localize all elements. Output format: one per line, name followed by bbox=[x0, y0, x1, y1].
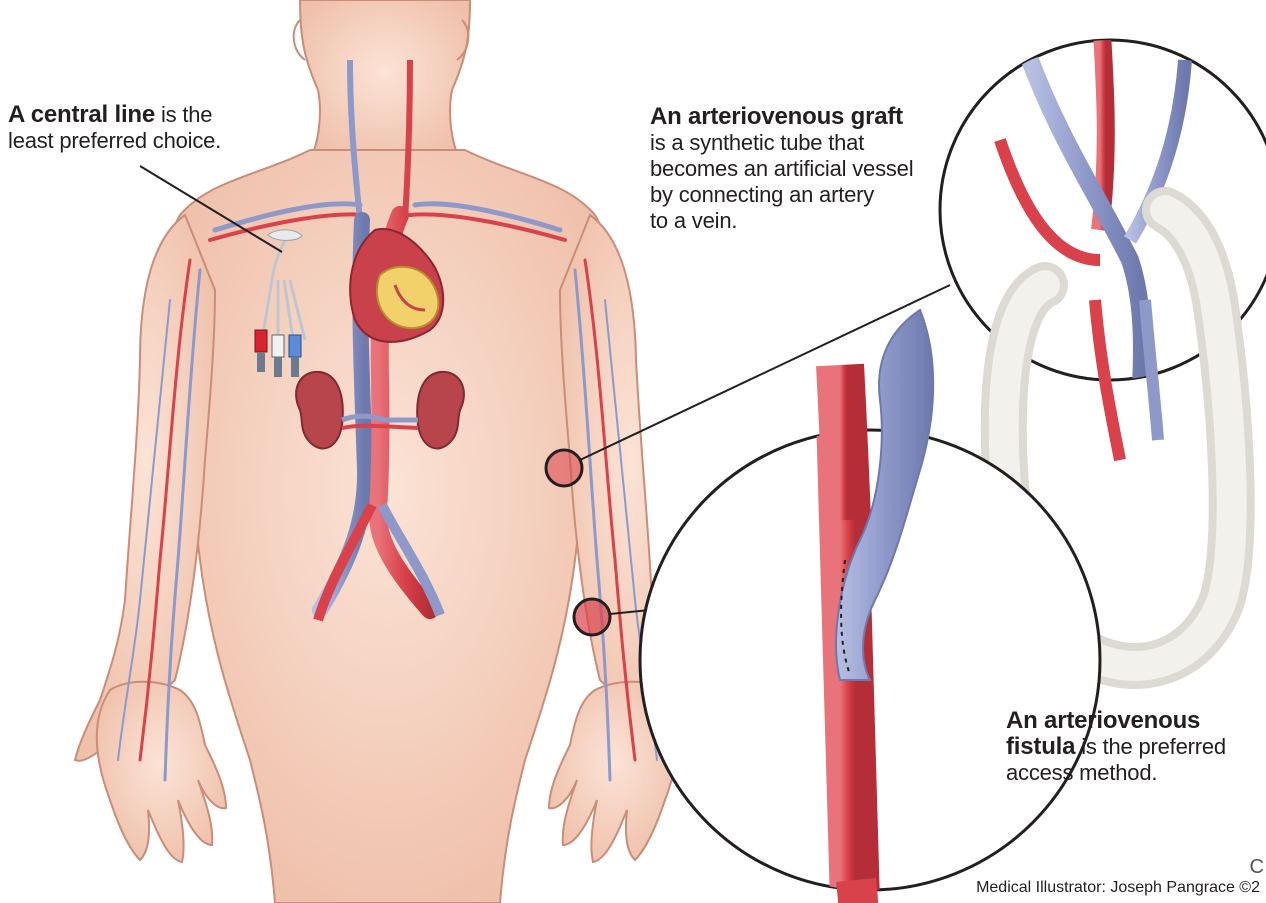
renal-artery bbox=[342, 426, 418, 428]
central-line-label: A central line is the least preferred ch… bbox=[8, 102, 268, 154]
graft-label-line1: is a synthetic tube that bbox=[650, 130, 950, 156]
neck bbox=[300, 0, 470, 160]
graft-label: An arteriovenous graft is a synthetic tu… bbox=[650, 104, 950, 234]
fistula-artery-lower bbox=[856, 880, 858, 903]
graft-label-line3: by connecting an artery bbox=[650, 182, 950, 208]
central-line-label-rest: is the bbox=[155, 102, 212, 127]
fistula-label-rest: is the preferred bbox=[1075, 734, 1226, 759]
right-arm bbox=[75, 215, 215, 761]
graft-label-line2: becomes an artificial vessel bbox=[650, 156, 950, 182]
fistula-label-bold1: An arteriovenous bbox=[1006, 707, 1200, 734]
graft-label-line4: to a vein. bbox=[650, 208, 950, 234]
fistula-site-marker bbox=[574, 599, 610, 635]
fistula-label: An arteriovenous fistula is the preferre… bbox=[1006, 708, 1266, 786]
graft-site-marker bbox=[546, 450, 582, 486]
graft-label-bold: An arteriovenous graft bbox=[650, 103, 903, 130]
fistula-label-line3: access method. bbox=[1006, 760, 1266, 786]
fistula-label-bold2: fistula bbox=[1006, 733, 1075, 760]
central-line-label-line2: least preferred choice. bbox=[8, 128, 268, 154]
fistula-artery bbox=[840, 365, 847, 520]
corner-letter: C bbox=[1250, 856, 1264, 879]
right-hand bbox=[97, 682, 226, 862]
central-line-label-bold: A central line bbox=[8, 101, 155, 128]
illustrator-credit: Medical Illustrator: Joseph Pangrace ©2 bbox=[976, 878, 1260, 898]
